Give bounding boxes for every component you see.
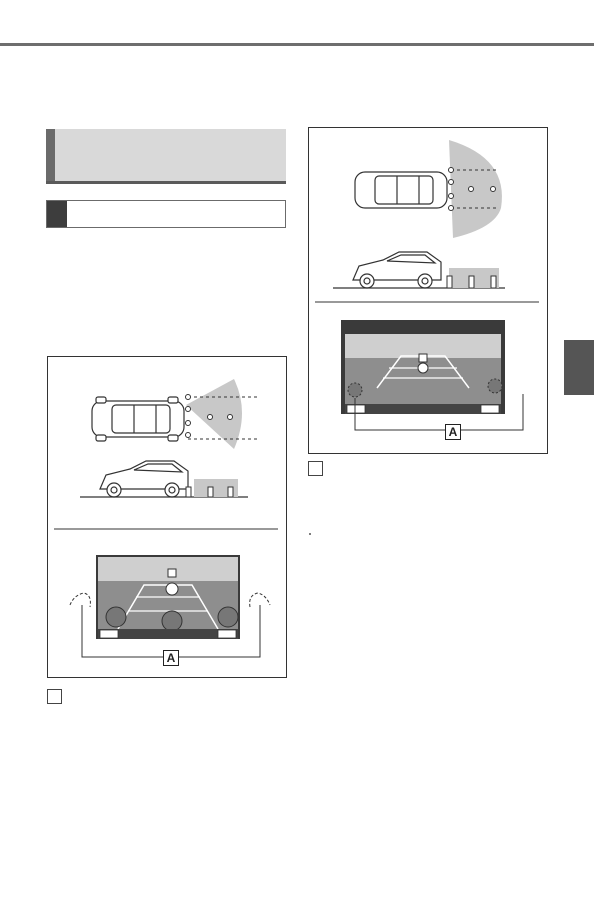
figure-right-parking-assist: A: [308, 127, 548, 454]
callout-a-right: A: [445, 424, 461, 440]
car-side-view-right: [352, 251, 442, 289]
subsection-header-box: [46, 200, 286, 228]
camera-screen-right: [341, 320, 505, 414]
checkbox-left[interactable]: [47, 689, 62, 704]
callout-a-left: A: [163, 650, 179, 666]
figure-left-parking-assist: A: [47, 356, 287, 678]
section-header-stripe: [46, 129, 55, 181]
camera-screen-left: [96, 555, 240, 639]
parking-posts-right: [446, 275, 497, 289]
stray-dot: [309, 533, 311, 535]
sensor-arc-right: [249, 592, 271, 608]
subsection-marker-block: [47, 201, 67, 227]
detection-zone-right: [449, 140, 502, 238]
checkbox-right[interactable]: [308, 461, 323, 476]
figure-left-illustration: [54, 379, 278, 658]
figure-right-illustration: [315, 140, 539, 431]
callout-bracket-right: [354, 394, 524, 431]
page-top-rule: [0, 43, 594, 46]
car-top-view-right: [354, 171, 448, 209]
section-header-box: [46, 129, 286, 184]
sensor-markers: [185, 394, 233, 438]
parking-posts-left: [185, 486, 234, 498]
car-top-view-left: [91, 396, 185, 442]
chapter-side-tab[interactable]: [564, 340, 594, 395]
obstacle-wall-left: [194, 479, 238, 497]
sensor-arc-left: [69, 592, 91, 608]
detection-zone-left: [186, 379, 242, 449]
car-side-view-left: [99, 460, 189, 498]
sensor-markers-right: [448, 167, 496, 211]
